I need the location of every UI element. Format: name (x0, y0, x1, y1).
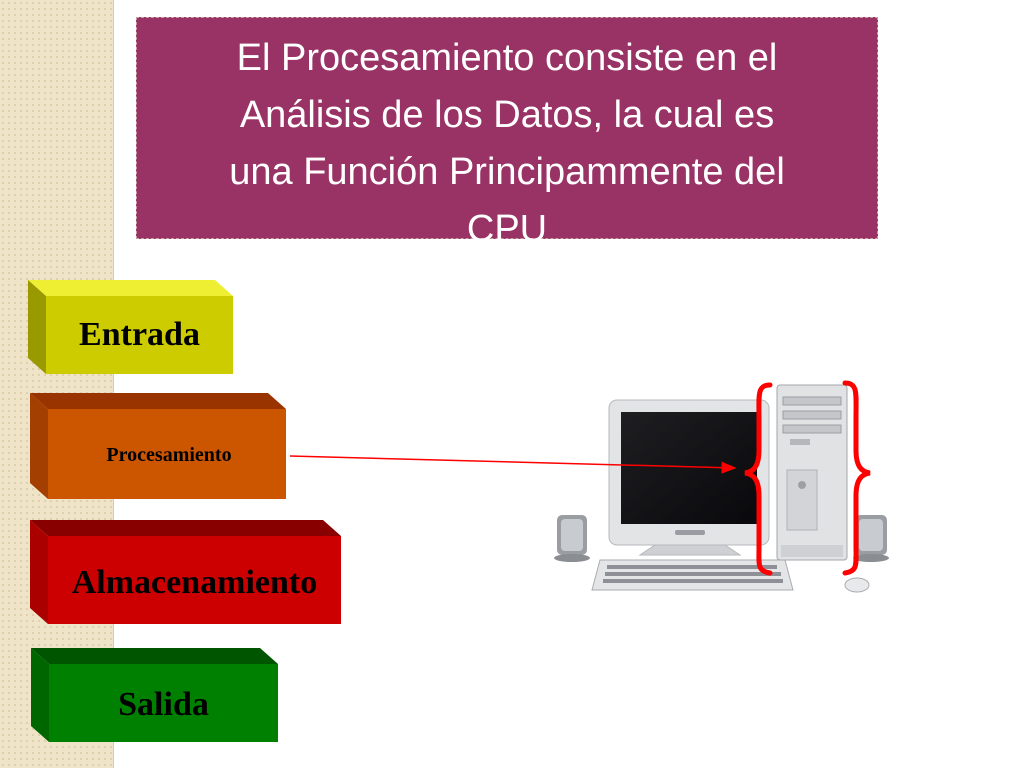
title-line-2: Análisis de los Datos, la cual es (239, 94, 775, 136)
title-line-3: una Función Principammente del (229, 151, 785, 193)
stage-entrada-shape (28, 280, 233, 374)
title-line-4: CPU (466, 208, 548, 250)
decorative-side-strip (0, 0, 114, 768)
title-box: El Procesamiento consiste en el Análisis… (136, 17, 878, 250)
title-line-1: El Procesamiento consiste en el (236, 37, 778, 79)
stage-entrada-label: Entrada (79, 316, 200, 353)
stage-salida-shape (31, 648, 278, 742)
stage-salida-label: Salida (118, 686, 209, 723)
right-speaker-icon (853, 515, 889, 562)
curly-brace-icon (744, 380, 871, 576)
stage-procesamiento-block: Procesamiento (30, 393, 286, 499)
stage-entrada-block: Entrada (28, 280, 233, 374)
stage-almacenamiento-shape (30, 520, 341, 624)
stage-almacenamiento-block: Almacenamiento (30, 520, 341, 624)
stage-procesamiento-shape (30, 393, 286, 499)
cpu-tower-icon (776, 384, 848, 561)
desktop-computer-icon (554, 380, 889, 593)
stage-almacenamiento-label: Almacenamiento (71, 564, 318, 601)
mouse-icon (844, 577, 870, 593)
left-speaker-icon (554, 515, 590, 562)
keyboard-icon (591, 559, 794, 591)
stage-salida-block: Salida (31, 648, 278, 742)
stage-procesamiento-label: Procesamiento (106, 444, 232, 466)
